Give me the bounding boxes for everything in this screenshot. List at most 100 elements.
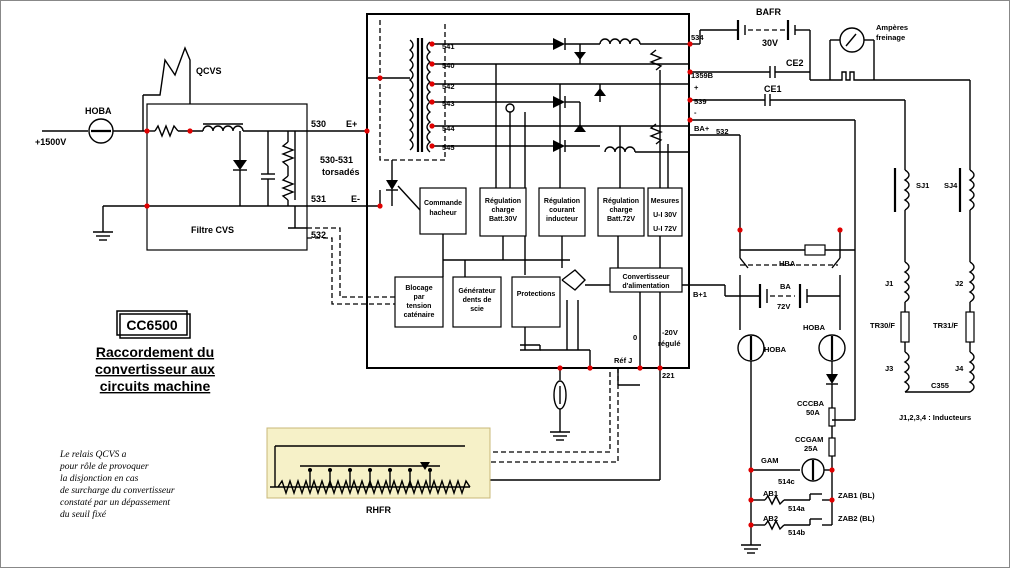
label-hoba-left: HOBA bbox=[85, 106, 112, 116]
junction-dot bbox=[748, 467, 754, 473]
junction-dot bbox=[364, 128, 370, 134]
thyristor-top-icon bbox=[553, 38, 565, 50]
label-ref-j: Réf J bbox=[614, 356, 632, 365]
rhfr-resistor-icon bbox=[277, 478, 471, 496]
junction-dot bbox=[377, 203, 383, 209]
label-ccba-2: 50A bbox=[806, 408, 820, 417]
label-543: 543 bbox=[442, 99, 455, 108]
junction-dot bbox=[377, 75, 383, 81]
label-ce2: CE2 bbox=[786, 58, 804, 68]
bus-wires bbox=[307, 77, 410, 305]
junction-dot bbox=[687, 117, 693, 123]
label-amperes-2: freinage bbox=[876, 33, 905, 42]
label-gam: GAM bbox=[761, 456, 779, 465]
filter-inductor-icon bbox=[202, 125, 244, 132]
label-ce1: CE1 bbox=[764, 84, 782, 94]
gen-label-3: scie bbox=[470, 306, 484, 313]
label-532b: 532 bbox=[716, 127, 729, 136]
regi-label-2: courant bbox=[549, 207, 575, 214]
note-line-6: du seuil fixé bbox=[60, 509, 107, 520]
transformer-icon bbox=[408, 38, 432, 153]
label-532: 532 bbox=[311, 230, 326, 240]
mes-label-1: Mesures bbox=[651, 198, 680, 205]
filtre-cvs-box bbox=[146, 103, 308, 251]
label-hba: HBA bbox=[779, 259, 796, 268]
blocage-label-4: caténaire bbox=[404, 312, 435, 319]
label-539: 539 bbox=[694, 97, 707, 106]
junction-dot bbox=[687, 97, 693, 103]
blocage-label-1: Blocage bbox=[405, 285, 432, 292]
label-540: 540 bbox=[442, 61, 455, 70]
conv-label-2: d'alimentation bbox=[622, 283, 669, 290]
junction-dot bbox=[429, 99, 435, 105]
label-plus: + bbox=[694, 83, 699, 92]
blocage-block bbox=[394, 276, 444, 328]
qcvs-relay-icon bbox=[143, 46, 191, 100]
label-voltage-in: +1500V bbox=[35, 137, 66, 147]
label-514b: 514b bbox=[788, 528, 806, 537]
label-minus: - bbox=[694, 108, 697, 117]
junction-dot bbox=[657, 365, 663, 371]
note-line-1: Le relais QCVS a bbox=[59, 450, 127, 460]
block-labels: Commande hacheur Régulation charge Batt.… bbox=[404, 198, 680, 319]
label-sj1: SJ1 bbox=[916, 181, 929, 190]
label-1359b: 1359B bbox=[691, 71, 714, 80]
bottom-center bbox=[490, 367, 661, 481]
label-torsades-2: torsadés bbox=[322, 167, 360, 177]
label-542: 542 bbox=[442, 82, 455, 91]
commande-label-1: Commande bbox=[424, 200, 462, 207]
filter-resistor-icon bbox=[154, 124, 179, 138]
junction-dot bbox=[144, 128, 150, 134]
convertisseur-alimentation-block bbox=[609, 267, 683, 293]
label-m20v-1: -20V bbox=[662, 328, 678, 337]
rhfr-panel bbox=[266, 427, 491, 499]
note-line-5: constaté par un dépassement bbox=[60, 498, 170, 508]
mes-label-2: U-I 30V bbox=[653, 212, 677, 219]
label-ba: BA bbox=[780, 282, 791, 291]
input-section bbox=[42, 46, 191, 144]
label-544: 544 bbox=[442, 124, 455, 133]
reg72-label-2: charge bbox=[610, 207, 633, 214]
label-72v: 72V bbox=[777, 302, 790, 311]
junction-dot bbox=[687, 41, 693, 47]
label-torsades-1: 530-531 bbox=[320, 155, 353, 165]
title-code: CC6500 bbox=[126, 317, 178, 333]
commande-hacheur-block bbox=[419, 187, 467, 235]
label-tr30: TR30/F bbox=[870, 321, 895, 330]
control-blocks bbox=[394, 187, 725, 368]
label-tr31: TR31/F bbox=[933, 321, 958, 330]
label-545: 545 bbox=[442, 143, 455, 152]
generateur-block bbox=[452, 276, 502, 328]
label-sj4: SJ4 bbox=[944, 181, 958, 190]
title-line1: Raccordement du bbox=[96, 344, 214, 360]
label-514a: 514a bbox=[788, 504, 806, 513]
label-ccba-1: CCCBA bbox=[797, 399, 825, 408]
label-30v: 30V bbox=[762, 38, 778, 48]
note-line-3: la disjonction en cas bbox=[60, 474, 139, 484]
mes-label-3: U-I 72V bbox=[653, 226, 677, 233]
junction-dot bbox=[829, 467, 835, 473]
junction-dot bbox=[687, 69, 693, 75]
title-block: CC6500 Raccordement du convertisseur aux… bbox=[95, 310, 215, 394]
protections-block bbox=[511, 276, 561, 328]
junction-dot bbox=[429, 123, 435, 129]
label-zab2: ZAB2 (BL) bbox=[838, 514, 875, 523]
title-line3: circuits machine bbox=[100, 378, 211, 394]
note-line-2: pour rôle de provoquer bbox=[59, 462, 149, 472]
label-zero: 0 bbox=[633, 333, 637, 342]
junction-dot bbox=[829, 497, 835, 503]
label-ab2: AB2 bbox=[763, 514, 778, 523]
label-j1: J1 bbox=[885, 279, 893, 288]
label-531: 531 bbox=[311, 194, 326, 204]
junction-dot bbox=[837, 227, 843, 233]
label-j2: J2 bbox=[955, 279, 963, 288]
label-j4: J4 bbox=[955, 364, 964, 373]
tr30f-switch-icon bbox=[900, 311, 910, 343]
regi-label-1: Régulation bbox=[544, 198, 580, 205]
junction-dot bbox=[748, 497, 754, 503]
junction-dot bbox=[429, 41, 435, 47]
label-zab1: ZAB1 (BL) bbox=[838, 491, 875, 500]
field-inductors bbox=[893, 168, 975, 393]
